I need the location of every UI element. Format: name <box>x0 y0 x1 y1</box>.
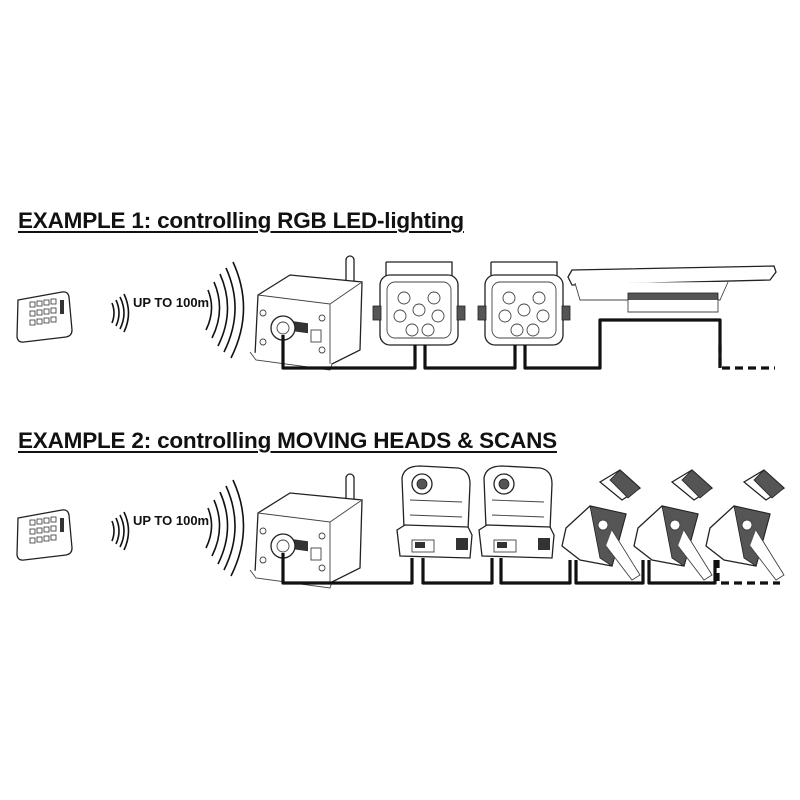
dmx-cable-continuation <box>718 345 775 370</box>
dmx-cable <box>281 553 717 585</box>
scanner-icon <box>561 469 641 581</box>
led-par-light-icon <box>372 261 466 346</box>
range-label: UP TO 100m <box>133 513 209 528</box>
example-2-title: EXAMPLE 2: controlling MOVING HEADS & SC… <box>18 428 557 453</box>
remote-control-icon <box>16 509 73 561</box>
example-2-diagram: UP TO 100m <box>16 473 363 589</box>
dmx-cable-continuation <box>716 560 780 585</box>
scanner-icon <box>633 469 713 581</box>
wireless-signal-icon <box>111 479 245 577</box>
led-bar-icon <box>567 265 777 313</box>
wireless-signal-icon <box>111 261 245 359</box>
led-par-light-icon <box>477 261 571 346</box>
wireless-dmx-receiver-icon <box>249 255 363 371</box>
remote-control-icon <box>16 291 73 343</box>
example-1-title: EXAMPLE 1: controlling RGB LED-lighting <box>18 208 464 233</box>
moving-head-icon <box>478 465 555 559</box>
moving-head-icon <box>396 465 473 559</box>
example-1-diagram: UP TO 100m <box>16 255 777 371</box>
wireless-dmx-receiver-icon <box>249 473 363 589</box>
range-label: UP TO 100m <box>133 295 209 310</box>
